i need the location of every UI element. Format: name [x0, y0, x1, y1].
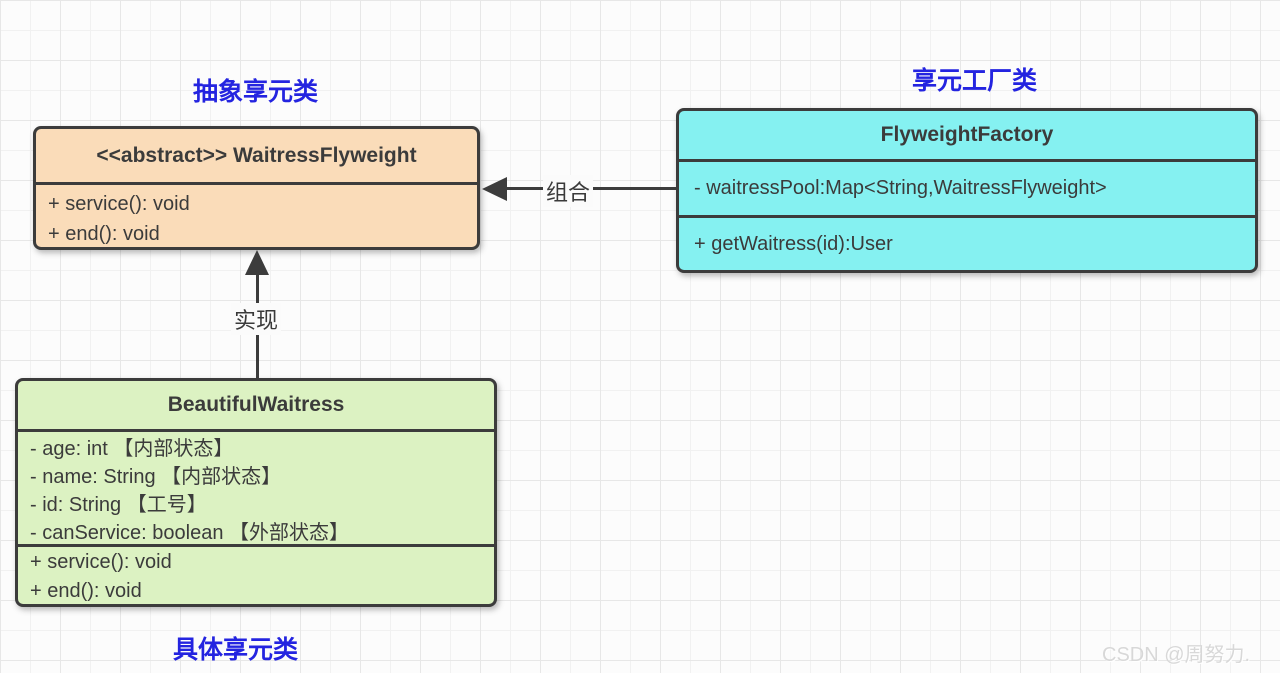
field-item: - canService: boolean 【外部状态】 — [30, 522, 350, 544]
composition-arrowhead-left-icon — [482, 177, 507, 201]
class-fields-flyweight-factory: - waitressPool:Map<String,WaitressFlywei… — [679, 162, 1255, 218]
realization-arrow-label: 实现 — [231, 303, 282, 335]
annotation-abstract-flyweight: 抽象享元类 — [193, 78, 319, 106]
method-item: + end(): void — [30, 580, 142, 602]
class-box-flyweight-factory: FlyweightFactory - waitressPool:Map<Stri… — [676, 108, 1258, 273]
method-item: + service(): void — [48, 193, 190, 215]
class-title-waitress-flyweight: <<abstract>> WaitressFlyweight — [36, 129, 477, 185]
annotation-concrete-flyweight: 具体享元类 — [173, 636, 299, 664]
annotation-flyweight-factory: 享元工厂类 — [912, 67, 1038, 95]
class-title-flyweight-factory: FlyweightFactory — [679, 111, 1255, 162]
class-title-beautiful-waitress: BeautifulWaitress — [18, 381, 494, 432]
composition-arrow-label: 组合 — [543, 175, 594, 207]
class-methods-waitress-flyweight: + service(): void + end(): void — [36, 185, 477, 247]
field-item: - age: int 【内部状态】 — [30, 438, 234, 460]
method-item: + service(): void — [30, 551, 172, 573]
field-item: - waitressPool:Map<String,WaitressFlywei… — [694, 177, 1107, 199]
class-box-waitress-flyweight: <<abstract>> WaitressFlyweight + service… — [33, 126, 480, 250]
class-fields-beautiful-waitress: - age: int 【内部状态】 - name: String 【内部状态】 … — [18, 432, 494, 547]
csdn-watermark: CSDN @周努力. — [1102, 644, 1251, 666]
realization-arrowhead-up-icon — [245, 250, 269, 275]
class-box-beautiful-waitress: BeautifulWaitress - age: int 【内部状态】 - na… — [15, 378, 497, 607]
method-item: + getWaitress(id):User — [694, 233, 893, 255]
class-methods-beautiful-waitress: + service(): void + end(): void — [18, 547, 494, 604]
field-item: - name: String 【内部状态】 — [30, 466, 282, 488]
method-item: + end(): void — [48, 223, 160, 245]
class-methods-flyweight-factory: + getWaitress(id):User — [679, 218, 1255, 270]
field-item: - id: String 【工号】 — [30, 494, 207, 516]
